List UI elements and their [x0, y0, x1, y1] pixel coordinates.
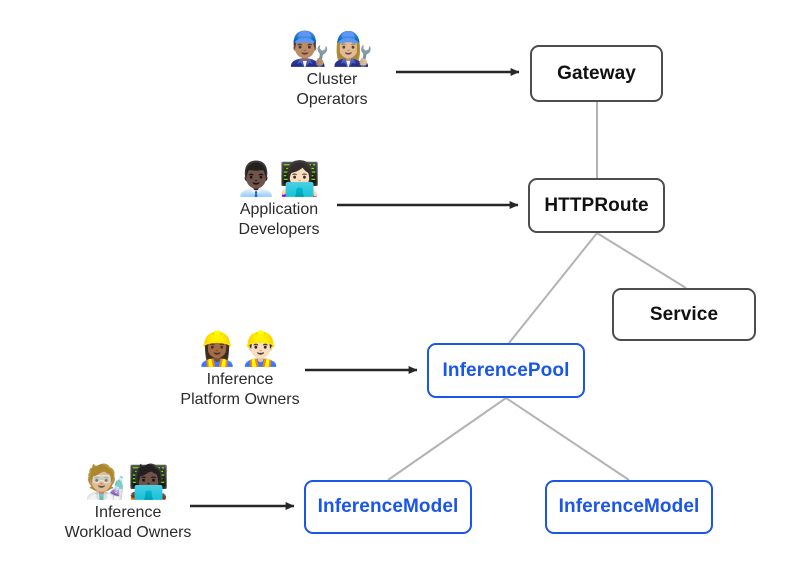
node-inferencemodel1[interactable]: InferenceModel — [304, 480, 472, 534]
node-label: InferenceModel — [558, 496, 700, 517]
persona-label-line1: Inference — [94, 504, 162, 521]
edge-httproute-to-inferencepool — [508, 232, 598, 344]
woman-construction-worker-icon+man-construction-worker-icon: 👷🏾‍♀️👷🏻‍♂️ — [196, 329, 284, 368]
node-gateway[interactable]: Gateway — [530, 45, 663, 102]
node-label: InferenceModel — [317, 496, 459, 517]
node-httproute[interactable]: HTTPRoute — [528, 178, 665, 233]
node-inferencemodel2[interactable]: InferenceModel — [545, 480, 713, 534]
node-label: InferencePool — [442, 359, 570, 381]
node-label: Gateway — [557, 62, 636, 84]
persona-label-line1: Application — [239, 201, 319, 218]
edge-httproute-to-service — [596, 232, 687, 289]
persona-label-line1: Inference — [206, 371, 274, 388]
node-inferencepool[interactable]: InferencePool — [427, 343, 585, 398]
persona-label-line2: Developers — [238, 221, 320, 238]
man-office-worker-icon+woman-technologist-icon: 👨🏿‍💼👩🏻‍💻 — [235, 159, 323, 198]
persona-label-line1: Cluster — [306, 71, 358, 88]
node-label: Service — [649, 303, 719, 325]
persona-label-line2: Operators — [296, 91, 368, 108]
edge-inferencepool-to-model-2 — [505, 397, 630, 481]
man-mechanic-icon+woman-mechanic-icon: 👨🏽‍🔧👩🏼‍🔧 — [288, 29, 376, 68]
persona-arrows — [190, 68, 520, 510]
edge-inferencepool-to-model-1 — [387, 397, 507, 481]
persona-label-line2: Workload Owners — [64, 524, 192, 541]
node-label: HTTPRoute — [544, 194, 649, 216]
scientist-icon+technologist-icon: 🧑🏼‍🔬🧑🏿‍💻 — [84, 462, 172, 501]
node-service[interactable]: Service — [612, 288, 756, 341]
persona-label-line2: Platform Owners — [180, 391, 300, 408]
